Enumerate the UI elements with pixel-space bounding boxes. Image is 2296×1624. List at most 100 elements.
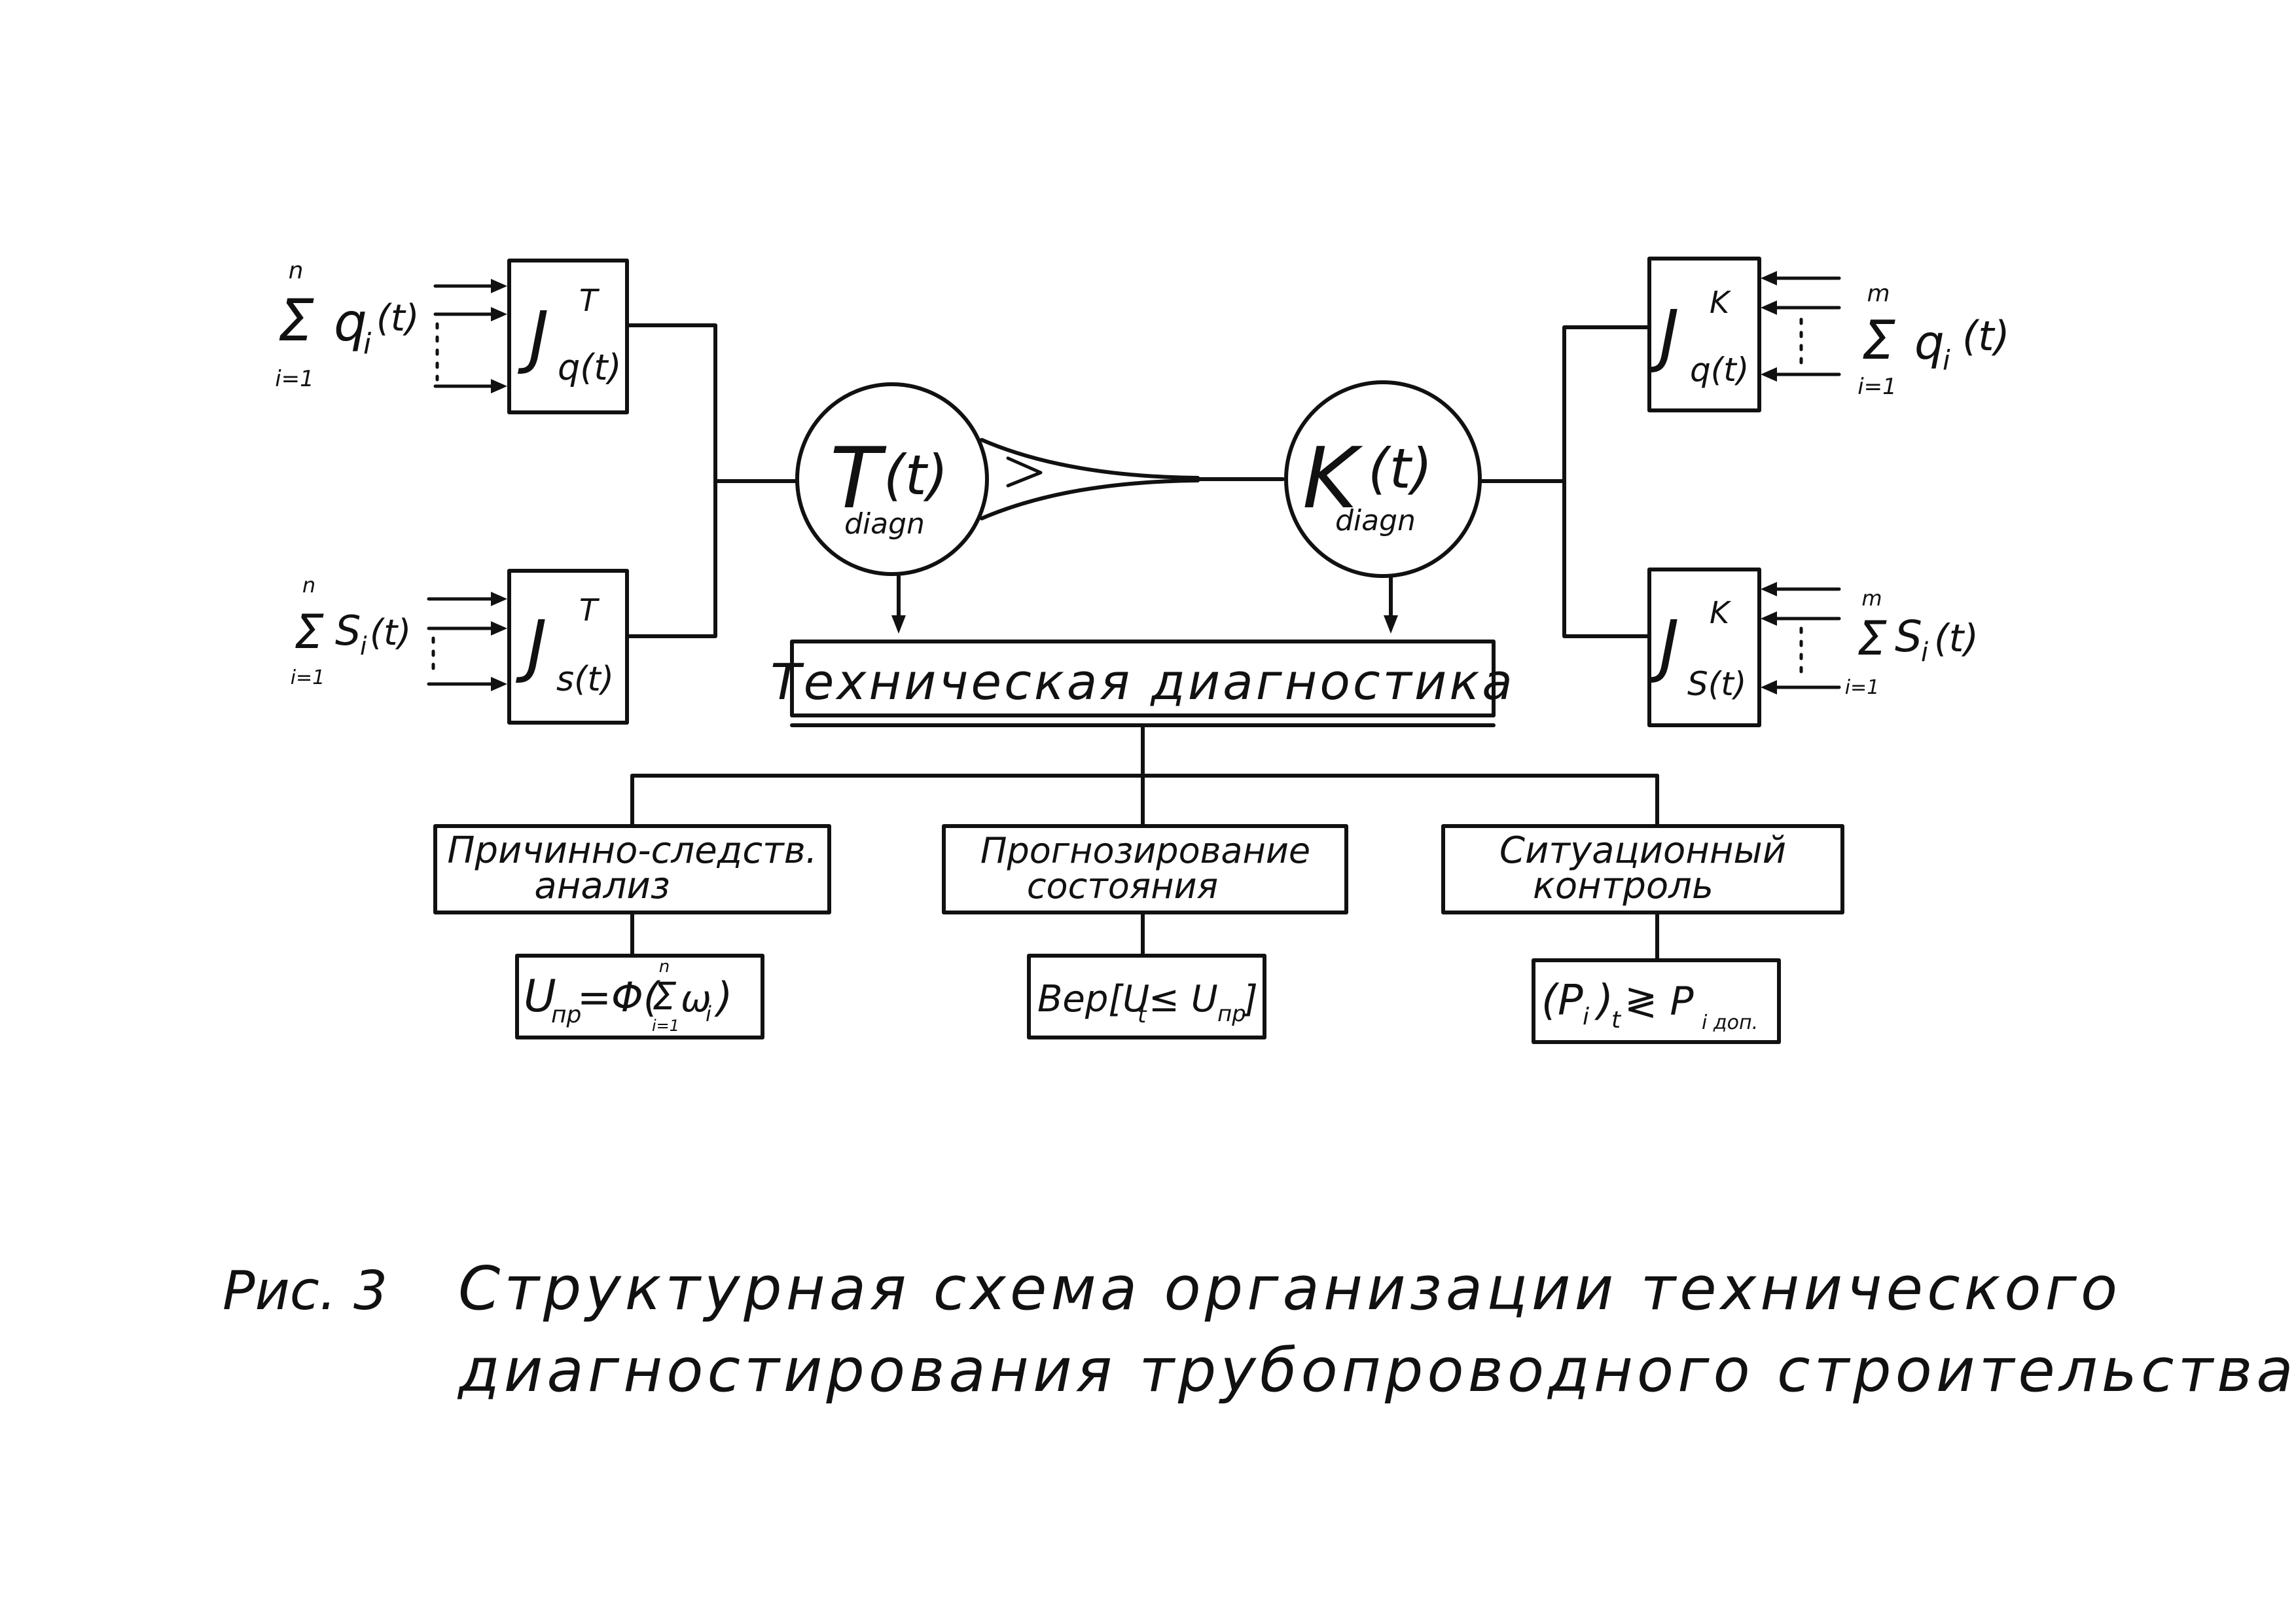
formula-subscript: i	[1583, 1003, 1589, 1030]
formula-part: Вер[U	[1037, 978, 1149, 1020]
left-bottom-input-arrows	[427, 592, 507, 691]
block-j-s-t: J T s(t)	[507, 569, 629, 725]
formula-part: ≤ U	[1149, 978, 1218, 1020]
sum-lower-limit: i=1	[291, 666, 325, 689]
circle-main-symbol: T	[830, 430, 887, 528]
right-input-sum-q: m Σ i=1 q i (t)	[1857, 280, 2009, 400]
sigma-symbol: Σ	[294, 604, 324, 659]
formula-part: ]	[1242, 978, 1258, 1020]
sum-expression-argument: (t)	[370, 612, 411, 653]
block-main-symbol: J	[517, 297, 549, 376]
circle-argument: (t)	[884, 443, 948, 507]
sum-upper-limit: n	[302, 573, 315, 598]
circle-argument: (t)	[1368, 437, 1432, 501]
branch-bus-lines	[630, 723, 1659, 828]
branch-title-line2: состояния	[1027, 865, 1218, 907]
circle-subscript: diagn	[1335, 504, 1416, 537]
circle-k-diagn: K (t) diagn	[1284, 380, 1482, 578]
formula-subscript: t	[1611, 1007, 1622, 1034]
formula-sigma: Σ	[653, 974, 677, 1019]
formula-subscript: пр	[1217, 1001, 1246, 1027]
formula-sigma-upper: n	[659, 957, 670, 977]
sum-expression-subscript: i	[1921, 638, 1928, 668]
block-main-symbol: J	[1647, 605, 1679, 685]
formula-subscript: пр	[551, 1001, 581, 1028]
branch-title-line2: контроль	[1533, 865, 1713, 907]
caption-label: Рис. 3	[223, 1260, 387, 1322]
block-j-q-k: J K q(t)	[1647, 257, 1761, 412]
block-subscript: q(t)	[558, 347, 622, 388]
right-connector-lines	[1478, 325, 1651, 638]
circle-t-diagn: T (t) diagn	[795, 382, 989, 576]
formula-subscript: t	[1138, 1002, 1147, 1028]
right-top-input-arrows	[1761, 271, 1841, 382]
sum-lower-limit: i=1	[1857, 374, 1897, 400]
sum-lower-limit: i=1	[275, 366, 314, 392]
branch-formula: Вер[U t ≤ U пр ]	[1037, 978, 1258, 1028]
sigma-symbol: Σ	[278, 287, 314, 354]
circle-to-diagnostics-arrows	[891, 572, 1398, 634]
caption-line2: диагностирования трубопроводного строите…	[457, 1335, 2296, 1405]
branch-formula: U пр =Φ( n Σ i=1 ω i )	[524, 957, 732, 1035]
block-j-s-k: J K S(t)	[1647, 568, 1761, 727]
figure-caption: Рис. 3 Структурная схема организации тех…	[223, 1254, 2296, 1405]
sum-expression-subscript: i	[1943, 344, 1950, 376]
branch-cause-effect-analysis: Причинно-следств. анализ U пр =Φ( n Σ i=…	[433, 824, 831, 1039]
sum-expression-subscript: i	[360, 632, 367, 660]
sum-upper-limit: m	[1861, 586, 1882, 611]
formula-part: ω	[681, 978, 711, 1020]
sum-expression: S	[1895, 611, 1922, 662]
left-input-sum-q: n Σ i=1 q i (t)	[275, 257, 419, 392]
sum-upper-limit: n	[289, 257, 304, 284]
block-j-q-t: J T q(t)	[507, 259, 629, 414]
sigma-symbol: Σ	[1857, 611, 1887, 666]
branch-state-forecasting: Прогнозирование состояния Вер[U t ≤ U пр…	[942, 824, 1348, 1039]
left-top-input-arrows	[433, 279, 507, 393]
block-subscript: s(t)	[556, 660, 614, 699]
block-superscript: T	[579, 283, 600, 318]
formula-part: (P	[1541, 977, 1583, 1025]
formula-part: )	[1594, 977, 1613, 1025]
block-subscript: q(t)	[1690, 351, 1749, 389]
sum-expression-argument: (t)	[376, 297, 420, 340]
sum-expression: S	[335, 607, 361, 655]
sum-upper-limit: m	[1867, 280, 1890, 307]
circle-subscript: diagn	[844, 507, 925, 541]
block-superscript: K	[1710, 595, 1732, 630]
block-main-symbol: J	[1647, 295, 1679, 375]
technical-diagnostics-box: Техническая диагностика	[770, 640, 1515, 727]
technical-diagnostics-label: Техническая диагностика	[770, 653, 1515, 711]
caption-line1: Структурная схема организации техническо…	[458, 1254, 2121, 1324]
sigma-symbol: Σ	[1861, 310, 1895, 372]
sum-expression: q	[334, 292, 367, 353]
branch-title-line1: Причинно-следств.	[447, 829, 817, 872]
formula-part: ≷ P	[1624, 979, 1694, 1024]
right-bottom-input-arrows	[1761, 582, 1841, 695]
block-main-symbol: J	[515, 605, 547, 685]
formula-part: )	[714, 973, 732, 1021]
formula-part: =Φ(	[577, 973, 661, 1021]
branch-title-line1: Прогнозирование	[980, 830, 1310, 871]
formula-subscript: i	[706, 1001, 711, 1026]
branch-title-line2: анализ	[534, 865, 670, 907]
branch-formula: (P i ) t ≷ P i доп.	[1541, 977, 1758, 1034]
circle-main-symbol: K	[1302, 430, 1363, 528]
sum-expression-argument: (t)	[1962, 312, 2010, 360]
branch-situational-control: Ситуационный контроль (P i ) t ≷ P i доп…	[1441, 824, 1844, 1044]
formula-part: U	[524, 971, 556, 1022]
right-input-sum-s: m Σ i=1 S i (t)	[1845, 586, 1979, 699]
left-connector-lines	[625, 323, 799, 638]
block-superscript: T	[579, 592, 600, 628]
sum-expression-argument: (t)	[1934, 616, 1979, 660]
formula-sigma-lower: i=1	[652, 1017, 679, 1035]
block-superscript: K	[1710, 285, 1732, 320]
sum-lower-limit: i=1	[1845, 676, 1880, 699]
transmission-funnel	[980, 438, 1285, 520]
sum-expression: q	[1914, 315, 1945, 370]
formula-subscript: i доп.	[1702, 1011, 1758, 1034]
branch-title-line1: Ситуационный	[1499, 829, 1786, 872]
left-input-sum-s: n Σ i=1 S i (t)	[291, 573, 412, 689]
block-subscript: S(t)	[1687, 665, 1746, 703]
sum-expression-subscript: i	[363, 327, 372, 361]
